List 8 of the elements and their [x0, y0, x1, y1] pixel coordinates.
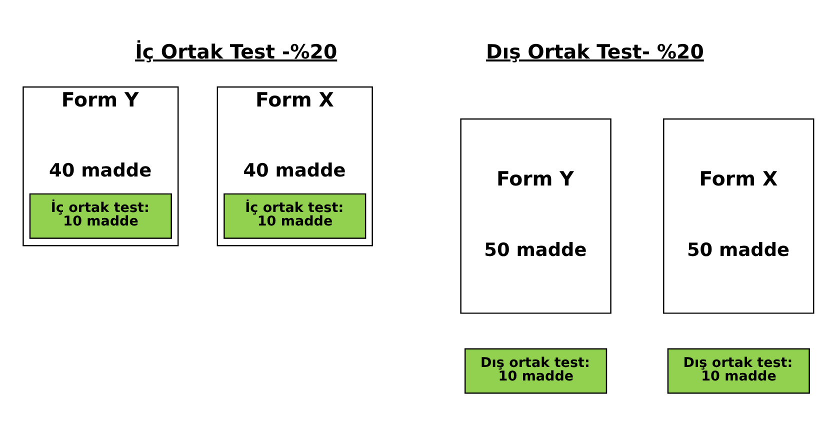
node-box: İç ortak test: 10 madde — [29, 193, 172, 239]
node-box: Dış ortak test: 10 madde — [464, 348, 608, 394]
node-box: İç ortak test: 10 madde — [224, 193, 366, 239]
node-box: Dış ortak test: 10 madde — [667, 348, 810, 394]
node-box: Form Y 50 madde — [460, 118, 612, 314]
node-box: Form X 50 madde — [663, 118, 814, 314]
label: İç Ortak Test -%20 — [135, 40, 338, 64]
label: Dış Ortak Test- %20 — [486, 40, 704, 64]
